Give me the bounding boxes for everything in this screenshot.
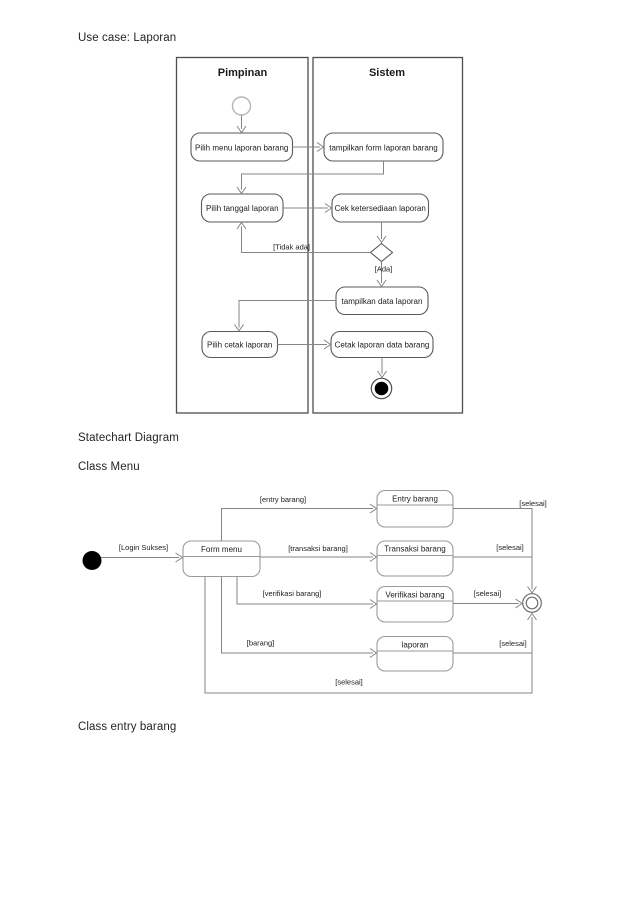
arrowhead-icon xyxy=(369,648,378,658)
arrowhead-icon xyxy=(527,586,537,594)
transition-label-selesai-transaksi: [selesai] xyxy=(496,543,524,552)
swimlane-title-sistem: Sistem xyxy=(369,67,405,79)
node-label: Cetak laporan data barang xyxy=(335,341,430,350)
connector xyxy=(241,226,371,253)
arrowhead-icon xyxy=(324,203,333,213)
transition-label-entry-barang: [entry barang] xyxy=(260,495,306,504)
arrowhead-icon xyxy=(323,339,332,350)
arrowhead-icon xyxy=(377,370,387,379)
node-label: Pilih menu laporan barang xyxy=(195,144,288,153)
transition-label-selesai-laporan: [selesai] xyxy=(499,639,527,648)
arrowhead-icon xyxy=(236,186,247,195)
swimlane-sistem xyxy=(312,56,464,414)
state-label: Transaksi barang xyxy=(384,545,446,554)
arrowhead-icon xyxy=(236,221,247,230)
arrowhead-icon xyxy=(376,235,387,244)
transition-label-selesai-bottom: [selesai] xyxy=(335,678,363,687)
state-label: Entry barang xyxy=(392,495,438,504)
arrowhead-icon xyxy=(369,503,378,514)
connector xyxy=(204,576,533,694)
transition-label-login-sukses: [Login Sukses] xyxy=(119,543,168,552)
guard-tidak-ada: [Tidak ada] xyxy=(273,243,310,252)
heading-class-entry-barang: Class entry barang xyxy=(78,721,177,733)
connector xyxy=(238,300,336,328)
arrowhead-icon xyxy=(369,552,378,562)
node-label: Pilih cetak laporan xyxy=(207,341,272,350)
node-label: Cek ketersediaan laporan xyxy=(335,204,426,213)
arrowhead-icon xyxy=(515,598,523,609)
arrowhead-icon xyxy=(316,142,325,152)
initial-state-icon xyxy=(231,96,252,116)
connector xyxy=(236,576,373,605)
state-label: Form menu xyxy=(201,545,242,554)
arrowhead-icon xyxy=(369,599,378,609)
connector xyxy=(221,508,373,541)
transition-label-selesai-entry: [selesai] xyxy=(519,499,547,508)
final-state-inner-ring xyxy=(525,596,539,610)
state-laporan xyxy=(376,635,454,672)
connector xyxy=(453,508,533,590)
statechart-diagram-class-menu: [Login Sukses] Form menu Entry barang Tr… xyxy=(82,489,547,694)
node-label: tampilkan form laporan barang xyxy=(329,144,438,153)
final-state-dot xyxy=(374,381,389,396)
arrowhead-icon xyxy=(376,279,387,288)
heading-use-case: Use case: Laporan xyxy=(78,32,177,44)
state-label: laporan xyxy=(402,641,429,650)
guard-ada: [Ada] xyxy=(375,265,393,274)
heading-class-menu: Class Menu xyxy=(78,461,140,473)
state-label: Verifikasi barang xyxy=(385,591,444,600)
arrowhead-icon xyxy=(234,324,244,332)
activity-diagram-laporan: Pimpinan Sistem Pilih menu laporan baran… xyxy=(175,56,464,414)
swimlane-title-pimpinan: Pimpinan xyxy=(218,67,268,79)
node-label: Pilih tanggal laporan xyxy=(206,204,279,213)
connector xyxy=(241,161,384,190)
state-transaksi-barang xyxy=(376,540,454,577)
node-label: tampilkan data laporan xyxy=(342,297,423,306)
arrowhead-icon xyxy=(527,612,537,621)
transition-label-selesai-verifikasi: [selesai] xyxy=(474,589,502,598)
connector xyxy=(221,576,373,654)
transition-label-transaksi-barang: [transaksi barang] xyxy=(288,544,348,553)
transition-label-verifikasi-barang: [verifikasi barang] xyxy=(263,589,322,598)
heading-statechart-diagram: Statechart Diagram xyxy=(78,432,179,444)
transition-label-barang: [barang] xyxy=(247,639,275,648)
initial-state-icon xyxy=(82,551,102,570)
